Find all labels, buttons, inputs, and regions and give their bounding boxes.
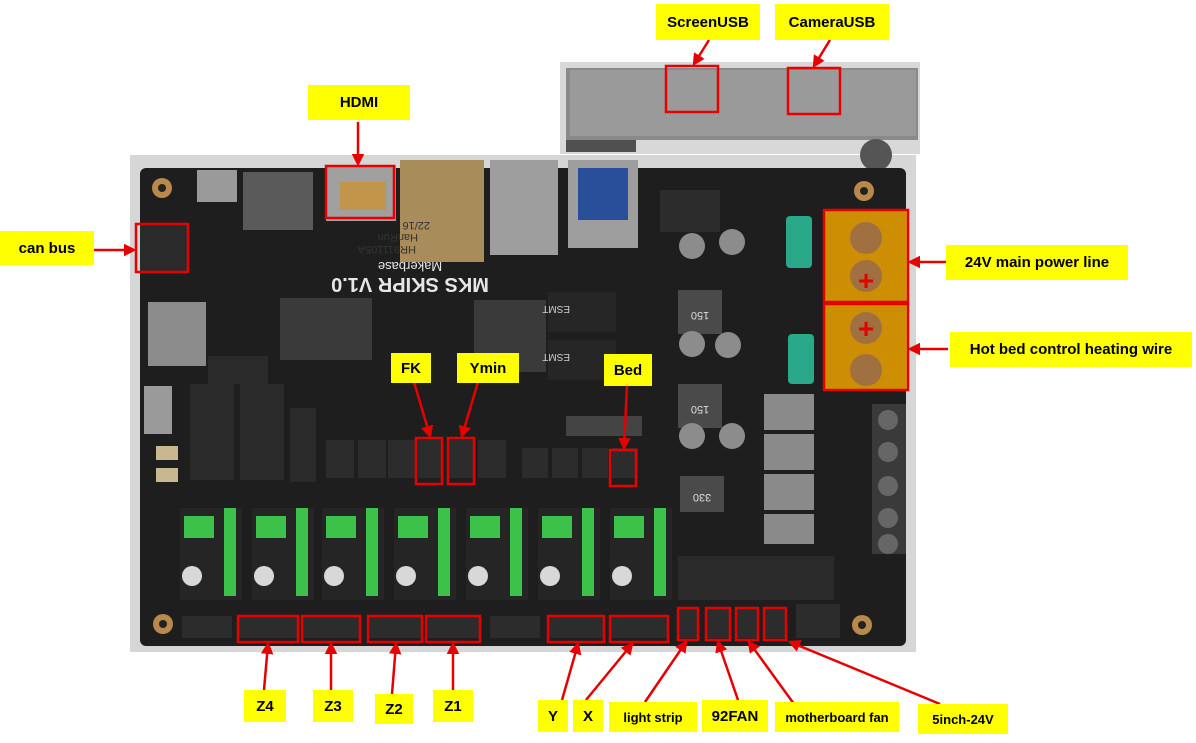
light-strip-box bbox=[676, 606, 700, 642]
driver-slot bbox=[466, 508, 528, 600]
eth-date-text: 22/16 bbox=[402, 219, 430, 231]
driver-slot bbox=[252, 508, 314, 600]
hot-bed-label: Hot bed control heating wire bbox=[950, 332, 1192, 367]
ymin-label: Ymin bbox=[457, 353, 519, 383]
mcu-chip bbox=[280, 298, 372, 360]
z2-label: Z2 bbox=[375, 694, 413, 724]
inductor-text-3: 330 bbox=[693, 491, 711, 503]
inductor-text-2: 150 bbox=[691, 403, 709, 415]
driver-slot bbox=[180, 508, 242, 600]
svg-text:+: + bbox=[858, 265, 874, 296]
left-components bbox=[140, 224, 316, 482]
driver-slot bbox=[322, 508, 384, 600]
endstop-connectors bbox=[326, 416, 642, 478]
fk-label: FK bbox=[391, 353, 431, 383]
ymin-arrow bbox=[458, 381, 480, 439]
usb-port-inset bbox=[560, 62, 920, 171]
driver-slot bbox=[538, 508, 600, 600]
bottom-connectors bbox=[182, 604, 840, 638]
fan92-arrow bbox=[715, 639, 740, 701]
hdmi-label: HDMI bbox=[308, 85, 410, 120]
y-arrow bbox=[560, 641, 582, 701]
arrows bbox=[94, 39, 948, 706]
x-box bbox=[608, 614, 670, 644]
mb-fan-box bbox=[734, 606, 760, 642]
z4-arrow bbox=[260, 641, 274, 691]
fk-arrow bbox=[412, 381, 434, 439]
x-label: X bbox=[573, 700, 603, 732]
fan92-label: 92FAN bbox=[702, 700, 768, 732]
top-connectors bbox=[197, 160, 720, 262]
svg-text:+: + bbox=[858, 313, 874, 344]
power-terminals: + + bbox=[824, 210, 908, 554]
mb-fan-label: motherboard fan bbox=[775, 702, 899, 732]
inductor-text-1: 150 bbox=[691, 309, 709, 321]
light-strip-label: light strip bbox=[609, 702, 697, 732]
mounting-holes bbox=[152, 178, 874, 635]
inch5-box bbox=[762, 606, 788, 642]
mb-fan-arrow bbox=[747, 639, 796, 705]
main-power-label: 24V main power line bbox=[946, 245, 1128, 280]
z1-label: Z1 bbox=[433, 690, 473, 722]
camera-usb-arrow bbox=[812, 39, 832, 69]
camera-usb-label: CameraUSB bbox=[775, 4, 889, 40]
fan-header-block bbox=[678, 556, 834, 600]
stepper-drivers bbox=[180, 508, 672, 600]
bed-arrow bbox=[618, 385, 631, 451]
bed-label: Bed bbox=[604, 354, 652, 386]
y-label: Y bbox=[538, 700, 568, 732]
board-title: MKS SKIPR V1.0 bbox=[331, 273, 489, 295]
light-strip-arrow bbox=[643, 639, 688, 703]
ram-chip-1 bbox=[548, 292, 616, 332]
inch5-arrow bbox=[787, 640, 941, 706]
ram-brand-2: ESMT bbox=[542, 351, 570, 362]
eth-brand-text: HanRun bbox=[378, 231, 418, 243]
inch5-label: 5inch-24V bbox=[918, 704, 1008, 734]
screen-usb-arrow bbox=[692, 39, 711, 67]
screen-usb-label: ScreenUSB bbox=[656, 4, 760, 40]
z4-label: Z4 bbox=[244, 690, 286, 722]
power-components: 150 150 330 bbox=[678, 216, 814, 544]
z2-arrow bbox=[388, 641, 402, 695]
eth-chip-text: HR911105A bbox=[357, 243, 416, 255]
ram-brand-1: ESMT bbox=[542, 303, 570, 314]
driver-slot bbox=[394, 508, 456, 600]
screen-usb-box bbox=[664, 64, 720, 114]
z3-label: Z3 bbox=[313, 690, 353, 722]
can-bus-label: can bus bbox=[0, 231, 94, 265]
driver-slot bbox=[610, 508, 672, 600]
x-arrow bbox=[585, 642, 634, 701]
board-brand: Makerbase bbox=[378, 259, 442, 274]
